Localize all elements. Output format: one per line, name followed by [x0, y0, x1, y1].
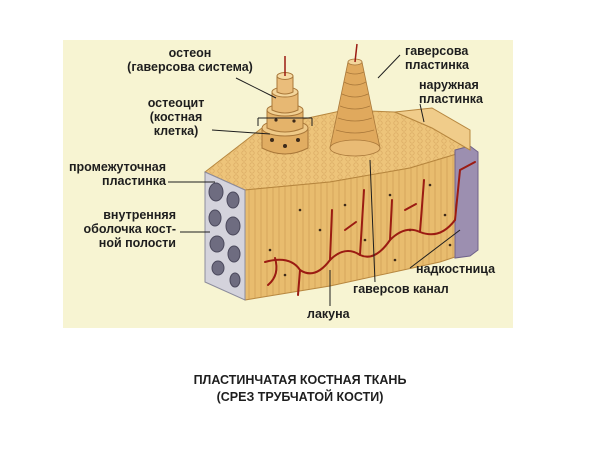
label-endosteum-line3: ной полости	[98, 236, 176, 250]
label-osteon: остеон (гаверсова система)	[115, 46, 265, 74]
label-haversian-lamella-line1: гаверсова	[405, 44, 469, 58]
label-endosteum-line2: оболочка кост-	[83, 222, 176, 236]
label-lacuna: лакуна	[307, 307, 350, 321]
label-osteocyte: остеоцит (костная клетка)	[140, 96, 212, 138]
label-periosteum: надкостница	[416, 262, 496, 276]
label-outer-lamella-line1: наружная	[419, 78, 479, 92]
label-osteocyte-line3: клетка)	[153, 124, 199, 138]
label-interstitial-line2: пластинка	[102, 174, 166, 188]
label-osteocyte-line2: (костная	[149, 110, 203, 124]
leader-lines	[168, 54, 461, 306]
blood-vessels	[264, 161, 476, 296]
caption-line1: ПЛАСТИНЧАТАЯ КОСТНАЯ ТКАНЬ	[193, 373, 407, 387]
label-haversian-lamella-line2: пластинка	[405, 58, 469, 72]
label-outer-lamella-line2: пластинка	[419, 92, 483, 106]
label-osteon-line2: (гаверсова система)	[127, 60, 253, 74]
label-haversian-lamella: гаверсова пластинка	[405, 44, 469, 72]
label-osteocyte-line1: остеоцит	[147, 96, 205, 110]
label-outer-lamella: наружная пластинка	[419, 78, 483, 106]
caption-line2: (СРЕЗ ТРУБЧАТОЙ КОСТИ)	[216, 390, 384, 404]
label-interstitial-lamella: промежуточная пластинка	[64, 160, 166, 188]
label-haversian-canal: гаверсов канал	[353, 282, 449, 296]
spongy-bone	[208, 182, 241, 288]
outer-lamella-ridge	[393, 107, 471, 151]
figure-caption: ПЛАСТИНЧАТАЯ КОСТНАЯ ТКАНЬ (СРЕЗ ТРУБЧАТ…	[0, 372, 600, 406]
label-endosteum-line1: внутренняя	[103, 208, 176, 222]
label-osteon-line1: остеон	[168, 46, 212, 60]
label-interstitial-line1: промежуточная	[69, 160, 166, 174]
label-endosteum: внутренняя оболочка кост- ной полости	[64, 208, 176, 250]
osteon-tower-left	[261, 56, 309, 155]
osteon-tower-right	[329, 43, 381, 157]
